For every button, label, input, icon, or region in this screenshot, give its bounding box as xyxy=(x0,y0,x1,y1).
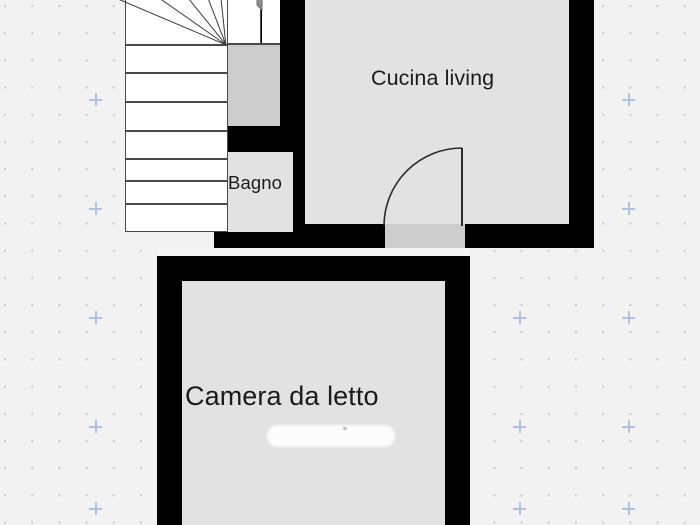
stair-tread-line xyxy=(126,158,227,160)
stair-tread-line xyxy=(126,130,227,132)
wall-separation-line xyxy=(157,249,470,256)
door-cucina xyxy=(383,147,463,227)
room-label-camera: Camera da letto xyxy=(185,381,379,411)
stair-landing-divider xyxy=(260,0,262,44)
grid-plus-marker xyxy=(622,202,635,215)
grid-plus-marker xyxy=(89,502,102,515)
grid-plus-marker xyxy=(622,420,635,433)
grid-plus-marker xyxy=(89,202,102,215)
erased-annotation-dot xyxy=(343,427,347,430)
grid-plus-marker xyxy=(89,311,102,324)
grid-plus-marker xyxy=(622,502,635,515)
stair-landing-divider xyxy=(228,43,280,45)
stair-landing-cell xyxy=(262,0,280,44)
stair-tread-line xyxy=(126,72,227,74)
stair-direction-arrow-icon xyxy=(256,0,263,12)
grid-plus-marker xyxy=(622,311,635,324)
room-label-cucina: Cucina living xyxy=(371,66,495,90)
room-bagno-interior xyxy=(228,152,293,232)
grid-plus-marker xyxy=(622,93,635,106)
stair-landing-cell xyxy=(228,0,261,44)
grid-plus-marker xyxy=(513,311,526,324)
stair-tread-line xyxy=(126,203,227,205)
room-hall-upper xyxy=(228,45,280,126)
stair-tread-line xyxy=(126,101,227,103)
room-cucina-interior xyxy=(305,0,569,224)
stair-tread-line xyxy=(126,180,227,182)
door-opening-cucina xyxy=(385,224,465,248)
grid-plus-marker xyxy=(89,420,102,433)
grid-plus-marker xyxy=(513,420,526,433)
room-label-bagno: Bagno xyxy=(228,172,282,193)
grid-plus-marker xyxy=(513,502,526,515)
erased-annotation-mark xyxy=(267,425,395,447)
stair-tread-line xyxy=(126,44,227,46)
grid-plus-marker xyxy=(89,93,102,106)
room-camera-interior xyxy=(182,281,445,525)
